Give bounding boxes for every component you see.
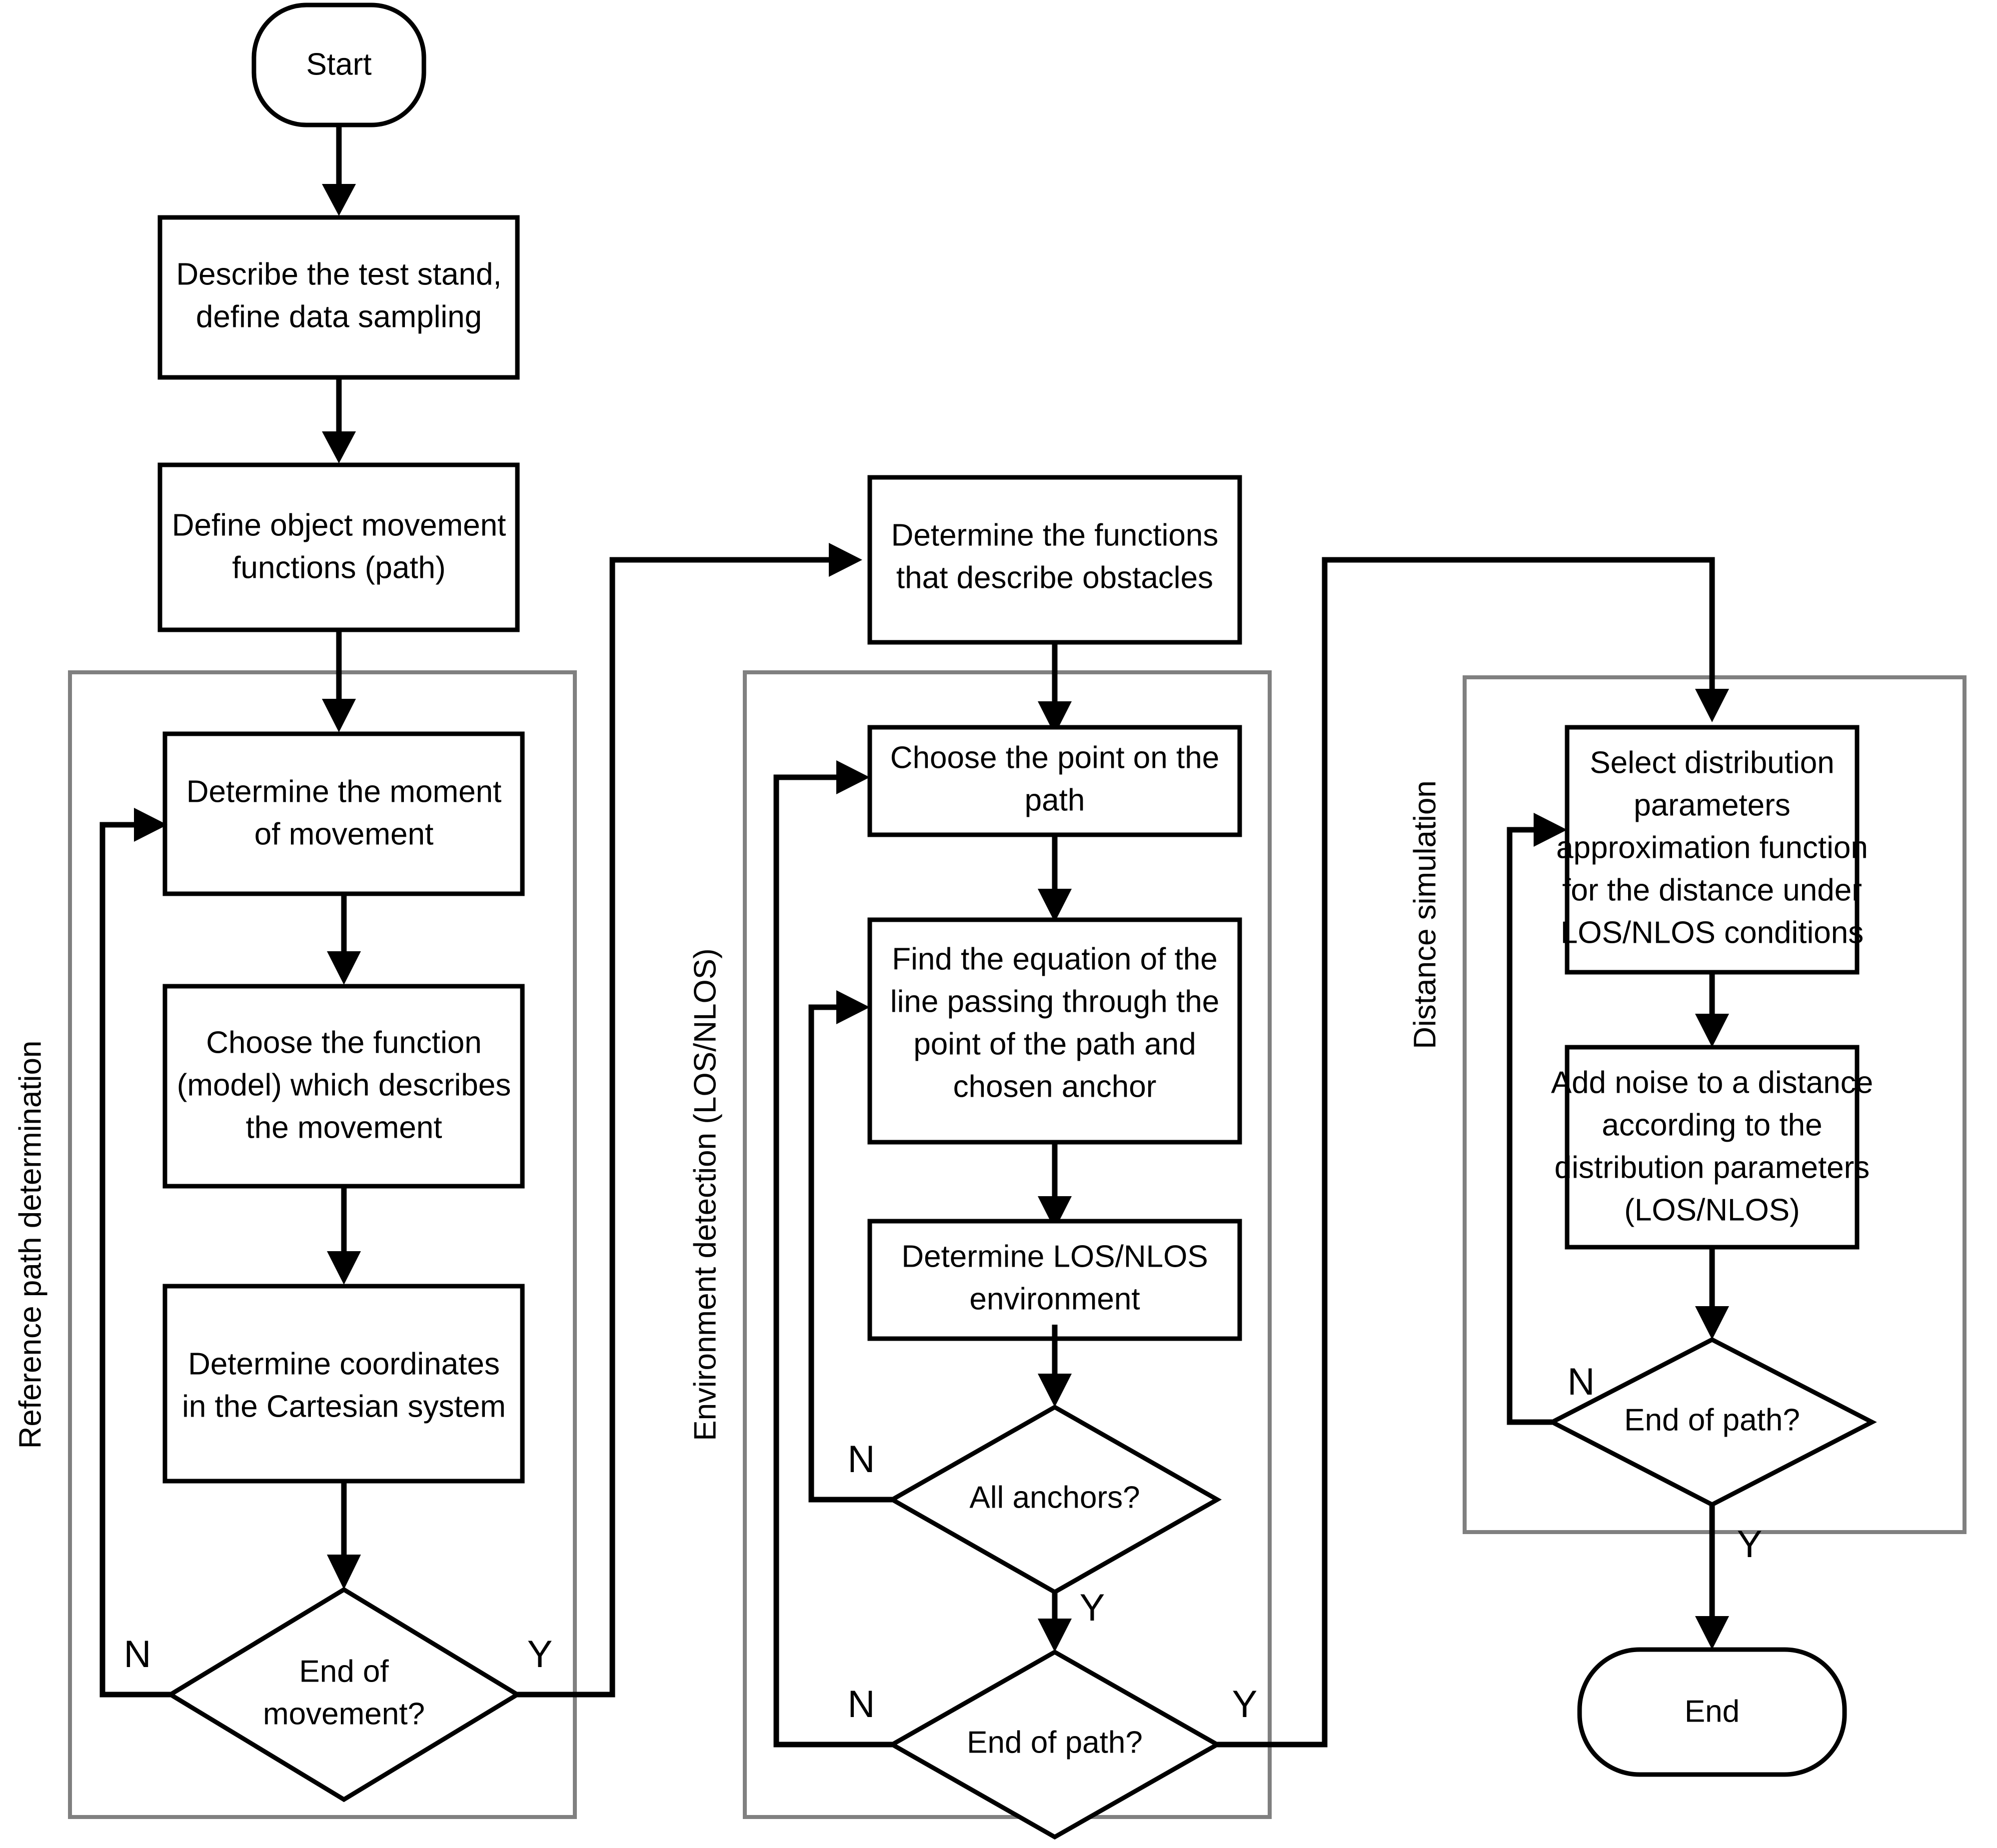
node-determine-coordinates	[162, 1284, 525, 1484]
arrowhead-end-of-path-dist-no-loop	[1534, 813, 1567, 847]
node-add-noise-line-2: distribution parameters	[1555, 1150, 1870, 1185]
arrowhead-end-of-path-env-no-loop	[836, 760, 870, 794]
group-label-distance-simulation: Distance simulation	[1408, 780, 1442, 1049]
end-terminator	[1577, 1647, 1847, 1777]
node-determine-moment	[162, 731, 525, 896]
branch-label-end-of-movement-no: N	[124, 1633, 151, 1676]
node-choose-function-model-line-0: Choose the function	[206, 1025, 482, 1060]
node-determine-obstacle-functions-line-0: Determine the functions	[891, 518, 1219, 552]
node-describe-test-stand-line-0: Describe the test stand,	[176, 257, 501, 291]
decision-end-of-path-env-line-0: End of path?	[967, 1725, 1143, 1760]
node-choose-point-on-path-line-1: path	[1025, 783, 1085, 817]
decision-end-of-movement	[166, 1587, 522, 1803]
decision-all-anchors-line-0: All anchors?	[969, 1480, 1140, 1515]
decision-end-of-movement-line-0: End of	[299, 1654, 389, 1689]
connector-end-of-path-env-yes	[1217, 557, 1715, 1748]
arrowhead-describe-to-define	[322, 431, 356, 463]
arrowhead-moment-to-choose-function	[327, 951, 361, 985]
node-add-noise-line-3: (LOS/NLOS)	[1624, 1193, 1800, 1227]
connector-all-anchors-no-loop	[808, 1004, 892, 1503]
node-determine-moment-line-1: of movement	[254, 817, 433, 851]
branch-label-all-anchors-yes: Y	[1080, 1587, 1105, 1629]
group-environment-detection	[743, 670, 1272, 1819]
node-determine-obstacle-functions	[867, 475, 1242, 645]
node-determine-obstacle-functions-line-1: that describe obstacles	[896, 560, 1213, 595]
branch-label-end-of-path-env-no: N	[848, 1683, 875, 1726]
arrowhead-end-of-movement-yes	[829, 543, 862, 577]
node-find-line-equation-line-1: line passing through the	[890, 984, 1219, 1019]
connector-end-of-path-dist-no-loop	[1507, 827, 1552, 1425]
decision-end-of-movement-line-1: movement?	[263, 1697, 425, 1731]
arrowhead-end-of-movement-no-loop	[134, 808, 167, 842]
arrowhead-los-nlos-to-all-anchors	[1038, 1374, 1072, 1407]
arrowhead-all-anchors-yes	[1038, 1619, 1072, 1652]
node-choose-function-model	[162, 984, 525, 1189]
node-find-line-equation-line-0: Find the equation of the	[892, 942, 1217, 976]
end-terminator-label: End	[1685, 1694, 1740, 1729]
node-describe-test-stand	[157, 215, 520, 380]
arrowhead-coordinates-to-end-of-movement	[327, 1555, 361, 1590]
node-select-distribution-parameters-line-3: for the distance under	[1562, 873, 1862, 907]
arrowhead-select-distribution-to-add-noise	[1695, 1014, 1729, 1047]
group-label-reference-path: Reference path determination	[13, 1041, 47, 1449]
connector-end-of-movement-no-loop	[99, 822, 170, 1698]
node-add-noise	[1565, 1045, 1860, 1250]
branch-label-end-of-path-dist-yes: Y	[1737, 1523, 1763, 1566]
arrowhead-choose-function-to-coordinates	[327, 1251, 361, 1285]
decision-end-of-path-env	[887, 1649, 1222, 1840]
node-find-line-equation-line-2: point of the path and	[913, 1027, 1196, 1061]
node-select-distribution-parameters-line-4: LOS/NLOS conditions	[1561, 915, 1864, 950]
node-choose-point-on-path	[867, 725, 1242, 837]
branch-label-end-of-movement-yes: Y	[527, 1633, 553, 1676]
node-determine-coordinates-line-0: Determine coordinates	[188, 1347, 500, 1381]
node-determine-coordinates-line-1: in the Cartesian system	[182, 1389, 506, 1424]
connector-end-of-movement-yes	[517, 557, 840, 1698]
node-find-line-equation-line-3: chosen anchor	[953, 1069, 1157, 1104]
branch-label-end-of-path-dist-no: N	[1568, 1361, 1595, 1403]
arrowhead-find-equation-to-los-nlos	[1038, 1196, 1072, 1230]
node-choose-point-on-path-line-0: Choose the point on the	[890, 740, 1219, 775]
arrowhead-obstacles-to-choose-point	[1038, 701, 1072, 735]
arrowhead-all-anchors-no-loop	[836, 990, 870, 1024]
node-define-object-movement-line-1: functions (path)	[232, 550, 445, 585]
node-select-distribution-parameters-line-1: parameters	[1634, 788, 1791, 822]
arrowhead-add-noise-to-end-of-path	[1695, 1306, 1729, 1340]
node-choose-function-model-line-2: the movement	[246, 1110, 442, 1145]
connector-end-of-path-env-no-loop	[773, 774, 892, 1748]
node-determine-los-nlos-line-0: Determine LOS/NLOS	[901, 1239, 1208, 1274]
node-add-noise-line-1: according to the	[1602, 1108, 1822, 1142]
arrowhead-end-of-path-env-yes	[1695, 689, 1729, 722]
arrowhead-start-to-describe	[322, 184, 356, 216]
branch-label-end-of-path-env-yes: Y	[1232, 1683, 1258, 1726]
arrowhead-choose-point-to-find-equation	[1038, 889, 1072, 922]
start-terminator-label: Start	[306, 47, 372, 81]
decision-end-of-path-dist-line-0: End of path?	[1624, 1403, 1800, 1437]
node-determine-los-nlos-line-1: environment	[969, 1282, 1140, 1316]
arrowhead-define-to-determine-moment	[322, 699, 356, 732]
node-add-noise-line-0: Add noise to a distance	[1551, 1065, 1874, 1100]
group-reference-path	[68, 670, 577, 1819]
group-label-environment-detection: Environment detection (LOS/NLOS)	[688, 948, 722, 1441]
node-define-object-movement-line-0: Define object movement	[172, 508, 506, 542]
node-describe-test-stand-line-1: define data sampling	[196, 299, 482, 334]
node-choose-function-model-line-1: (model) which describes	[177, 1068, 511, 1102]
arrowhead-end-of-path-dist-yes	[1695, 1616, 1729, 1650]
node-determine-los-nlos	[867, 1219, 1242, 1341]
node-determine-moment-line-0: Determine the moment	[186, 774, 502, 809]
branch-label-all-anchors-no: N	[848, 1438, 875, 1481]
node-select-distribution-parameters-line-0: Select distribution	[1590, 745, 1834, 780]
node-select-distribution-parameters	[1565, 725, 1860, 975]
node-select-distribution-parameters-line-2: approximation function	[1556, 830, 1868, 865]
node-define-object-movement	[157, 462, 520, 632]
